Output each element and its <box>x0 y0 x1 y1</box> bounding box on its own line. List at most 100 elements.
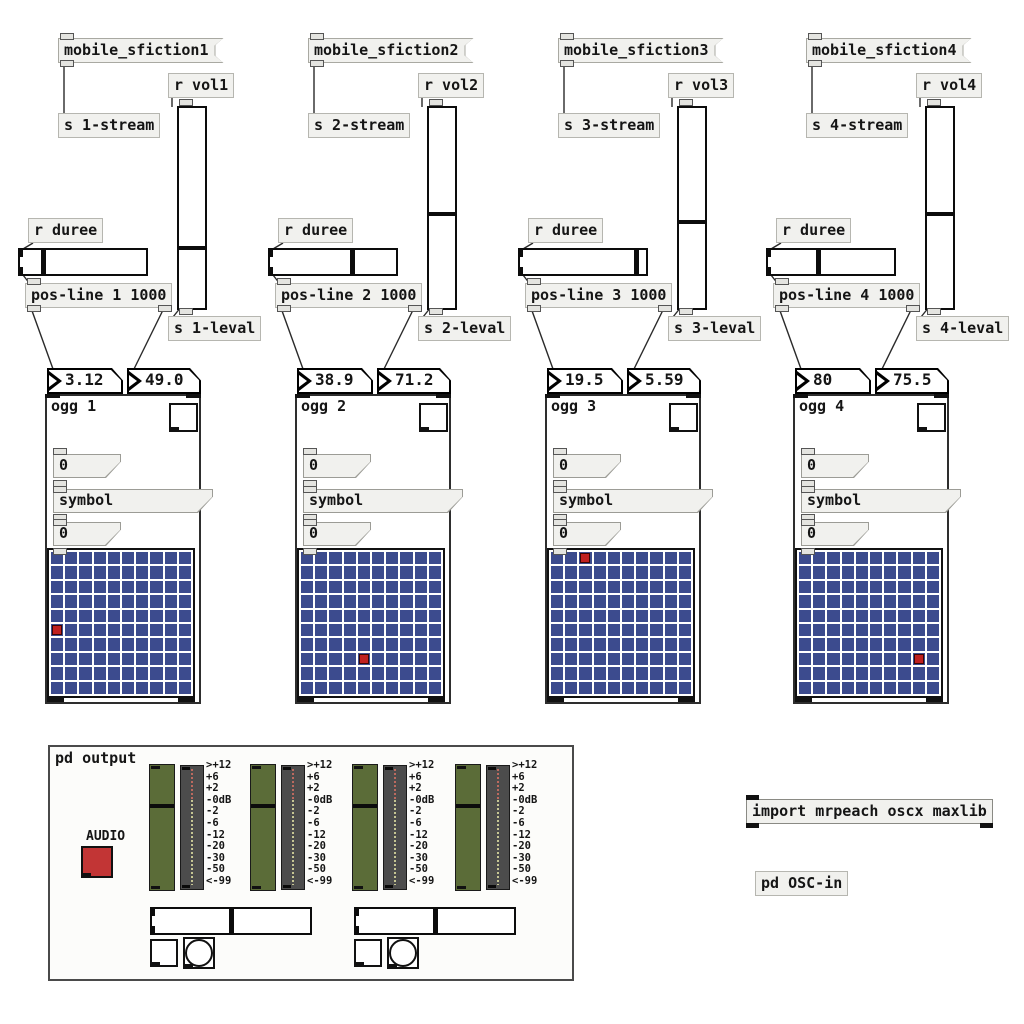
grid-cell[interactable] <box>136 638 149 651</box>
grid-cell[interactable] <box>150 623 163 637</box>
grid-cell[interactable] <box>827 609 840 622</box>
grid-cell[interactable] <box>841 638 854 651</box>
grid-cell[interactable] <box>136 566 149 579</box>
grid-cell[interactable] <box>386 623 399 637</box>
grid-cell[interactable] <box>912 609 925 622</box>
position-grid[interactable] <box>795 548 943 702</box>
grid-cell[interactable] <box>79 638 92 651</box>
duree-hslider[interactable] <box>268 248 398 276</box>
grid-cell[interactable] <box>357 638 370 651</box>
grid-cell[interactable] <box>912 566 925 579</box>
message-box-mobile-sfiction[interactable]: mobile_sfiction1 <box>58 38 224 63</box>
grid-cell[interactable] <box>93 652 106 666</box>
grid-cell[interactable] <box>813 580 826 594</box>
output-toggle[interactable] <box>354 939 382 967</box>
vslider-handle[interactable] <box>679 220 705 224</box>
message-zero[interactable]: 0 <box>303 454 371 478</box>
grid-cell[interactable] <box>607 609 620 622</box>
grid-cell[interactable] <box>636 609 649 622</box>
grid-cell[interactable] <box>884 652 897 666</box>
grid-cell[interactable] <box>869 638 883 651</box>
grid-cell[interactable] <box>926 652 939 666</box>
message-symbol[interactable]: symbol <box>801 489 961 513</box>
output-gain-slider[interactable] <box>250 764 276 891</box>
duree-hslider[interactable] <box>766 248 896 276</box>
grid-cell[interactable] <box>898 638 911 651</box>
grid-cell[interactable] <box>593 580 606 594</box>
grid-cell[interactable] <box>386 595 399 608</box>
grid-cell[interactable] <box>315 595 328 608</box>
grid-cell[interactable] <box>178 552 191 565</box>
grid-cell[interactable] <box>636 595 649 608</box>
grid-cell[interactable] <box>799 623 812 637</box>
grid-cell[interactable] <box>650 580 663 594</box>
grid-cell[interactable] <box>799 609 812 622</box>
grid-cell[interactable] <box>898 623 911 637</box>
grid-cell[interactable] <box>678 638 691 651</box>
grid-cell[interactable] <box>428 580 441 594</box>
grid-cell[interactable] <box>65 580 78 594</box>
grid-cell[interactable] <box>51 667 64 680</box>
grid-cell[interactable] <box>926 623 939 637</box>
grid-cell[interactable] <box>357 580 370 594</box>
grid-cell[interactable] <box>51 609 64 622</box>
grid-cell[interactable] <box>329 638 342 651</box>
grid-cell[interactable] <box>841 595 854 608</box>
grid-cell[interactable] <box>150 667 163 680</box>
grid-cell[interactable] <box>621 566 635 579</box>
grid-cell[interactable] <box>855 652 868 666</box>
grid-cell[interactable] <box>178 623 191 637</box>
grid-cell[interactable] <box>400 580 413 594</box>
hslider-handle[interactable] <box>40 250 46 274</box>
grid-cell[interactable] <box>621 595 635 608</box>
grid-cell[interactable] <box>93 681 106 694</box>
grid-cell[interactable] <box>315 580 328 594</box>
grid-cell[interactable] <box>386 580 399 594</box>
grid-cell[interactable] <box>428 667 441 680</box>
grid-cell[interactable] <box>150 552 163 565</box>
grid-cell[interactable] <box>664 623 677 637</box>
grid-cell[interactable] <box>898 609 911 622</box>
grid-cell[interactable] <box>386 552 399 565</box>
grid-cell[interactable] <box>79 609 92 622</box>
grid-cell[interactable] <box>855 595 868 608</box>
output-hslider-handle[interactable] <box>433 909 438 933</box>
grid-cell[interactable] <box>799 566 812 579</box>
grid-cell[interactable] <box>65 609 78 622</box>
gain-handle[interactable] <box>456 804 480 809</box>
grid-cell-marker[interactable] <box>912 652 925 666</box>
grid-cell[interactable] <box>593 623 606 637</box>
grid-cell[interactable] <box>898 595 911 608</box>
grid-cell[interactable] <box>607 552 620 565</box>
grid-cell[interactable] <box>636 623 649 637</box>
grid-cell[interactable] <box>621 652 635 666</box>
grid-cell[interactable] <box>428 681 441 694</box>
grid-cell[interactable] <box>869 652 883 666</box>
message-zero[interactable]: 0 <box>553 522 621 546</box>
grid-cell[interactable] <box>841 652 854 666</box>
grid-cell[interactable] <box>926 609 939 622</box>
grid-cell[interactable] <box>855 638 868 651</box>
duree-hslider[interactable] <box>18 248 148 276</box>
output-hslider[interactable] <box>150 907 312 935</box>
grid-cell[interactable] <box>884 552 897 565</box>
grid-cell[interactable] <box>869 595 883 608</box>
grid-cell[interactable] <box>329 552 342 565</box>
grid-cell[interactable] <box>150 652 163 666</box>
grid-cell[interactable] <box>884 595 897 608</box>
grid-cell[interactable] <box>827 566 840 579</box>
grid-cell[interactable] <box>678 681 691 694</box>
grid-cell[interactable] <box>926 681 939 694</box>
message-zero[interactable]: 0 <box>801 522 869 546</box>
grid-cell[interactable] <box>855 552 868 565</box>
grid-cell[interactable] <box>607 623 620 637</box>
grid-cell[interactable] <box>93 623 106 637</box>
grid-cell[interactable] <box>678 652 691 666</box>
grid-cell[interactable] <box>414 638 427 651</box>
grid-cell[interactable] <box>329 566 342 579</box>
grid-cell[interactable] <box>650 638 663 651</box>
grid-cell[interactable] <box>301 667 314 680</box>
grid-cell[interactable] <box>593 638 606 651</box>
grid-cell[interactable] <box>414 595 427 608</box>
grid-cell[interactable] <box>136 667 149 680</box>
